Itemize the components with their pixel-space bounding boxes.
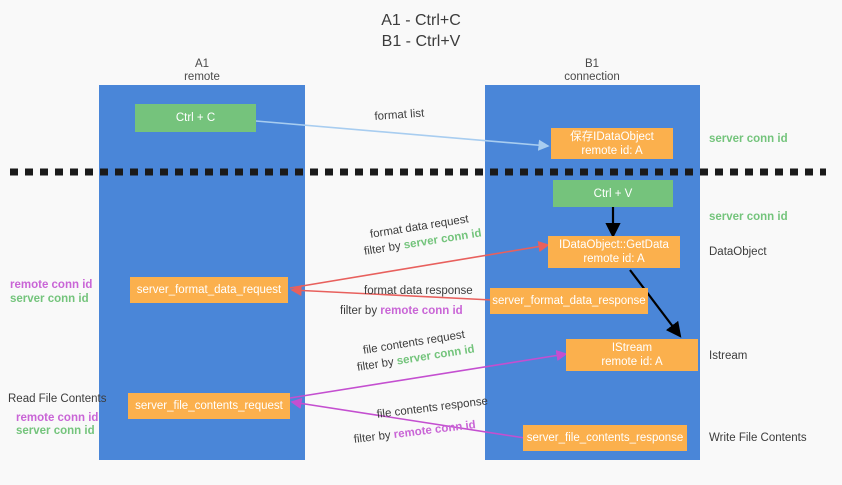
label-istream: Istream [709, 350, 748, 362]
box-idataobject[interactable]: 保存IDataObject remote id: A [551, 128, 673, 159]
box-idataobject-subtitle: remote id: A [581, 144, 643, 157]
label-server-conn-id-second: server conn id [709, 211, 788, 223]
box-server-file-contents-response[interactable]: server_file_contents_response [523, 425, 687, 451]
arrow-file-contents-request [289, 349, 568, 399]
arrow-getdata-to-istream [629, 269, 682, 338]
box-getdata-title: IDataObject::GetData [559, 239, 669, 251]
box-server-format-data-response-label: server_format_data_response [492, 295, 646, 307]
label-read-file-contents: Read File Contents [8, 393, 107, 405]
arrow-format-data-request [289, 241, 550, 289]
box-getdata-subtitle: remote id: A [583, 253, 645, 265]
label-remote-conn-id-1: remote conn id [10, 279, 93, 291]
title-line-1: A1 - Ctrl+C [381, 12, 461, 29]
box-istream-title: IStream [611, 342, 653, 354]
label-format-data-response-filter: filter by remote conn id [340, 304, 463, 319]
column-header-a1: A1 remote [129, 58, 275, 84]
box-server-format-data-request-label: server_format_data_request [136, 284, 282, 296]
box-server-format-data-request[interactable]: server_format_data_request [130, 277, 288, 303]
column-header-a1-name: A1 [194, 58, 210, 70]
arrow-format-list [255, 120, 550, 151]
box-istream[interactable]: IStream remote id: A [566, 339, 698, 371]
box-idataobject-getdata[interactable]: IDataObject::GetData remote id: A [548, 236, 680, 268]
box-ctrl-c[interactable]: Ctrl + C [135, 104, 256, 132]
title-line-2: B1 - Ctrl+V [381, 33, 461, 50]
label-server-conn-id-1: server conn id [10, 293, 89, 305]
box-istream-subtitle: remote id: A [601, 356, 663, 368]
label-server-conn-id-top: server conn id [709, 133, 788, 145]
box-ctrl-v-label: Ctrl + V [593, 187, 633, 200]
box-ctrl-c-label: Ctrl + C [175, 112, 216, 124]
label-server-conn-id-2: server conn id [16, 425, 95, 437]
filter-prefix: filter by [340, 305, 381, 317]
column-header-b1: B1 connection [519, 58, 665, 84]
label-write-file-contents: Write File Contents [709, 432, 807, 444]
arrow-format-data-response [290, 284, 493, 301]
column-header-a1-sub: remote [184, 71, 220, 83]
box-server-file-contents-request[interactable]: server_file_contents_request [128, 393, 290, 419]
column-header-b1-name: B1 [584, 58, 600, 70]
filter-key-remote-conn-id: remote conn id [380, 305, 463, 317]
box-server-format-data-response[interactable]: server_format_data_response [490, 288, 648, 314]
filter-prefix: filter by [353, 429, 395, 446]
arrow-file-contents-response [290, 397, 526, 439]
label-dataobject: DataObject [709, 246, 767, 258]
page-title: A1 - Ctrl+C B1 - Ctrl+V [0, 10, 842, 52]
box-idataobject-title: 保存IDataObject [570, 130, 654, 143]
label-format-data-response: format data response [364, 285, 473, 297]
box-server-file-contents-request-label: server_file_contents_request [135, 400, 283, 412]
box-ctrl-v[interactable]: Ctrl + V [553, 180, 673, 207]
box-server-file-contents-response-label: server_file_contents_response [526, 432, 684, 444]
column-header-b1-sub: connection [564, 71, 620, 83]
label-remote-conn-id-2: remote conn id [16, 412, 99, 424]
